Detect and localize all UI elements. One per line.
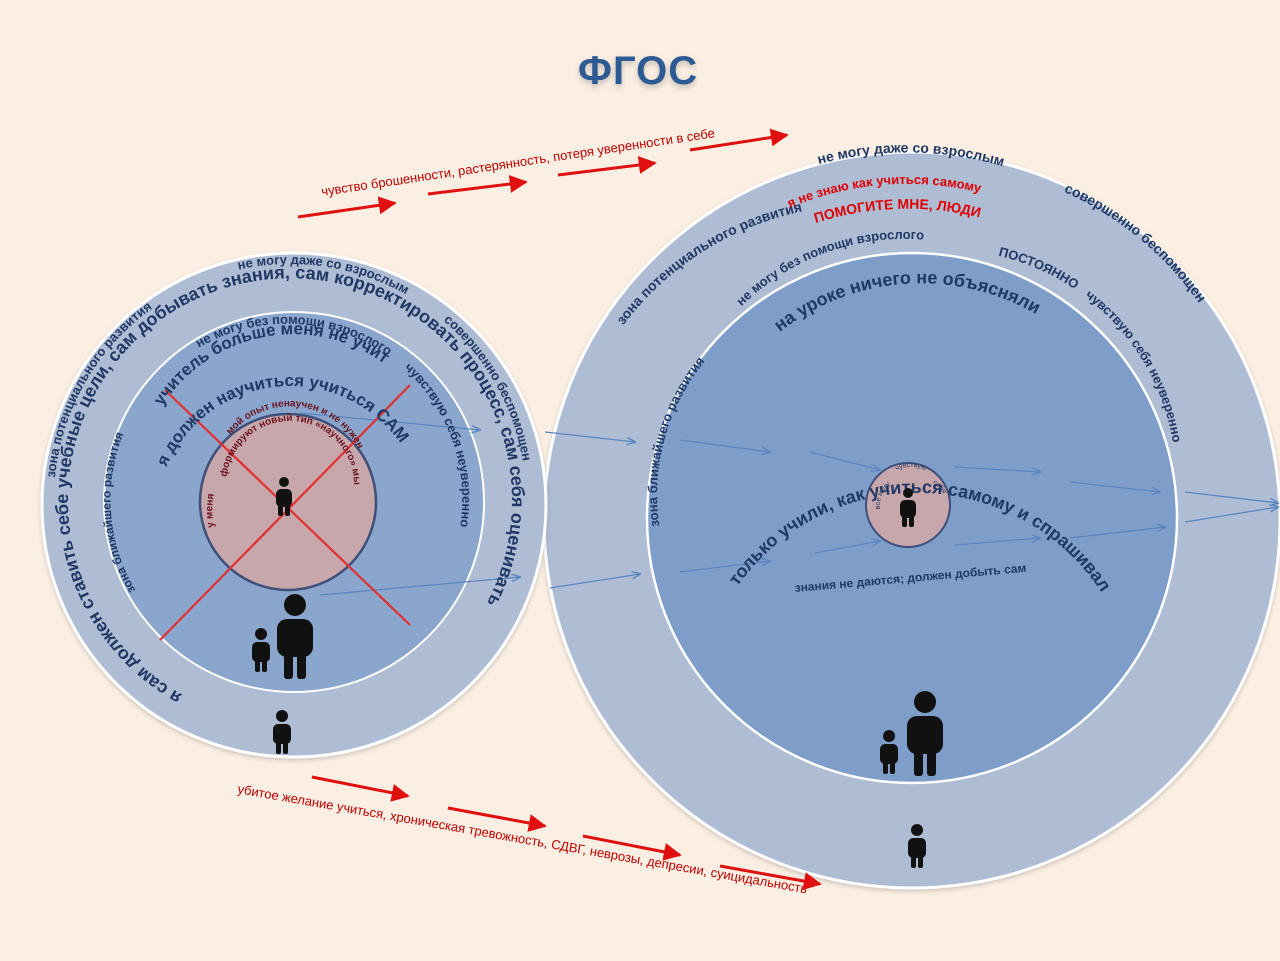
right-core-text-3: чувствую [894, 462, 927, 473]
child-icon [252, 628, 270, 672]
person-icon [276, 477, 292, 516]
svg-text:чувствую: чувствую [894, 462, 927, 473]
flow-arrow [299, 412, 480, 430]
top-red-arrows [297, 128, 789, 219]
page-title: ФГОС [578, 49, 698, 93]
flow-arrow [549, 574, 640, 589]
flow-arrow [679, 561, 770, 573]
person-icon [908, 824, 926, 868]
person-icons [252, 477, 943, 868]
adult-icon [907, 691, 943, 776]
top-arrow-caption: чувство брошенности, растерянность, поте… [320, 125, 715, 199]
svg-text:у меня: у меня [204, 493, 217, 529]
flow-arrow [1069, 527, 1165, 539]
flow-arrow [809, 451, 880, 470]
bottom-red-arrows [311, 775, 822, 890]
flow-arrow [954, 466, 1040, 472]
flow-arrow [954, 538, 1040, 546]
flow-arrow [319, 577, 520, 596]
flow-arrow [679, 439, 770, 452]
flow-arrow [544, 431, 635, 442]
person-icon [273, 710, 291, 754]
flow-arrow [1184, 507, 1278, 523]
flow-arrow [814, 541, 880, 554]
child-icon [880, 730, 898, 774]
adult-icon [277, 594, 313, 679]
blue-flow-arrows [299, 412, 1278, 596]
person-icon [900, 488, 916, 527]
flow-arrow [1069, 481, 1160, 492]
flow-arrow [1184, 491, 1278, 503]
left-core-text-3: у меня [204, 493, 217, 529]
